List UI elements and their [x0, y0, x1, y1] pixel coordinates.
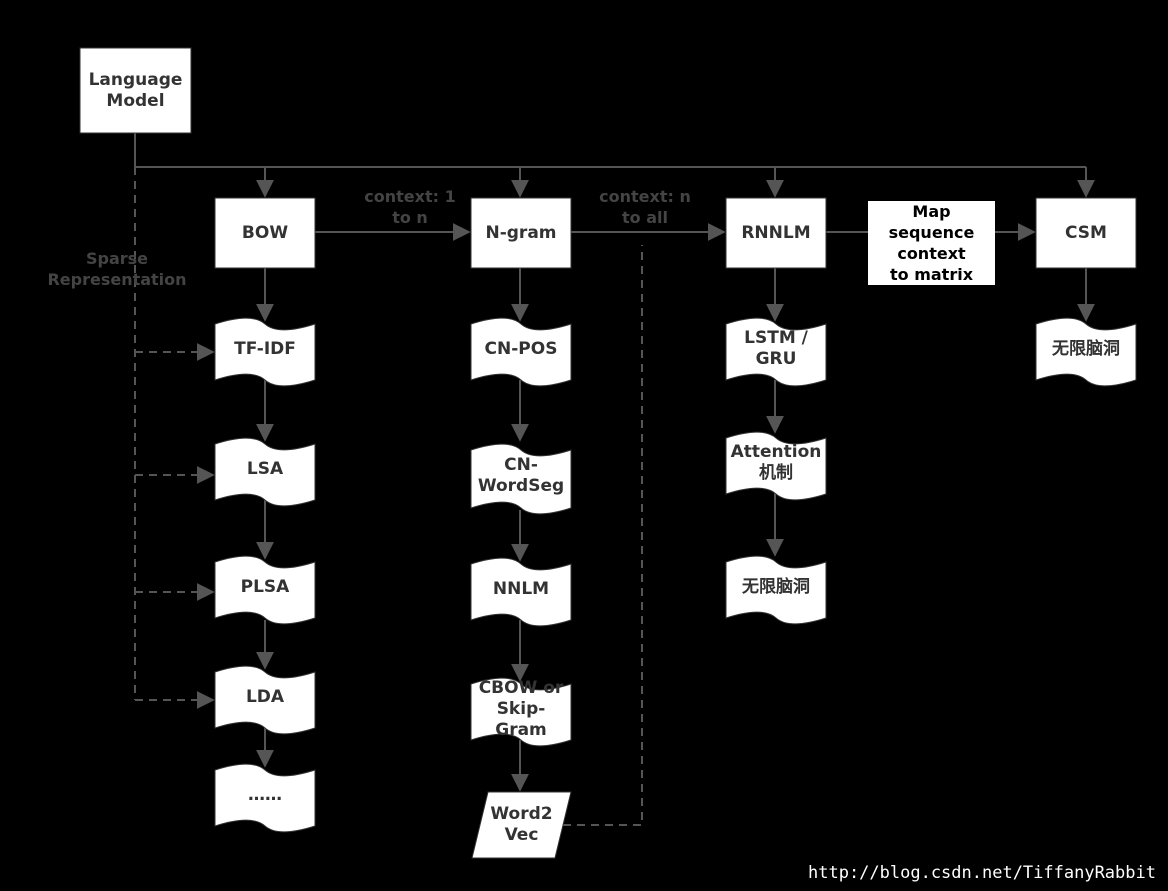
cnpos-doc [470, 317, 572, 387]
infinite-csm-doc [1035, 317, 1137, 387]
attention-doc [725, 431, 827, 501]
watermark: http://blog.csdn.net/TiffanyRabbit [808, 863, 1156, 883]
lstm-doc [725, 317, 827, 387]
csm-label: CSM [1065, 222, 1107, 243]
tfidf-doc [214, 317, 316, 387]
lda-doc [214, 665, 316, 735]
csm-box [1035, 197, 1137, 269]
connectors [134, 133, 1095, 792]
cnpos-label: CN-POS [484, 338, 558, 359]
plsa-label: PLSA [240, 576, 290, 597]
language-model-label: Language Model [88, 69, 183, 111]
more-label: …… [248, 784, 282, 805]
cbow-doc [470, 677, 572, 747]
infinite-rnn-doc [725, 555, 827, 625]
context-1-to-n-label: context: 1 to n [364, 187, 456, 227]
nnlm-label: NNLM [492, 578, 550, 599]
map-sequence-label: Map sequence context to matrix [868, 201, 995, 285]
rnnlm-label: RNNLM [741, 222, 811, 243]
rnnlm-box [725, 197, 827, 269]
lda-label: LDA [245, 686, 285, 707]
cbow-label: CBOW or Skip-Gram [478, 677, 564, 740]
tfidf-label: TF-IDF [234, 338, 296, 359]
cnwordseg-doc [470, 443, 572, 515]
lstm-label: LSTM / GRU [744, 328, 808, 369]
sparse-representation-label: Sparse Representation [47, 249, 187, 289]
ngram-box [470, 197, 572, 269]
dashed-connectors [134, 167, 643, 826]
nnlm-doc [470, 557, 572, 627]
infinite-rnn-label: 无限脑洞 [742, 576, 810, 597]
process-boxes [79, 47, 1137, 269]
bow-label: BOW [241, 222, 289, 243]
context-n-to-all-label: context: n to all [599, 187, 691, 227]
word2vec-shape [471, 791, 572, 859]
bow-box [214, 197, 316, 269]
word2vec-label: Word2 Vec [490, 804, 553, 845]
infinite-csm-label: 无限脑洞 [1052, 338, 1120, 359]
plsa-doc [214, 555, 316, 625]
lsa-label: LSA [246, 458, 284, 479]
document-shapes [214, 317, 1137, 833]
attention-label: Attention 机制 [730, 442, 822, 483]
more-doc [214, 763, 316, 833]
language-model-box [79, 47, 192, 134]
lsa-doc [214, 437, 316, 507]
cnwordseg-label: CN- WordSeg [477, 455, 565, 496]
ngram-label: N-gram [485, 222, 557, 243]
